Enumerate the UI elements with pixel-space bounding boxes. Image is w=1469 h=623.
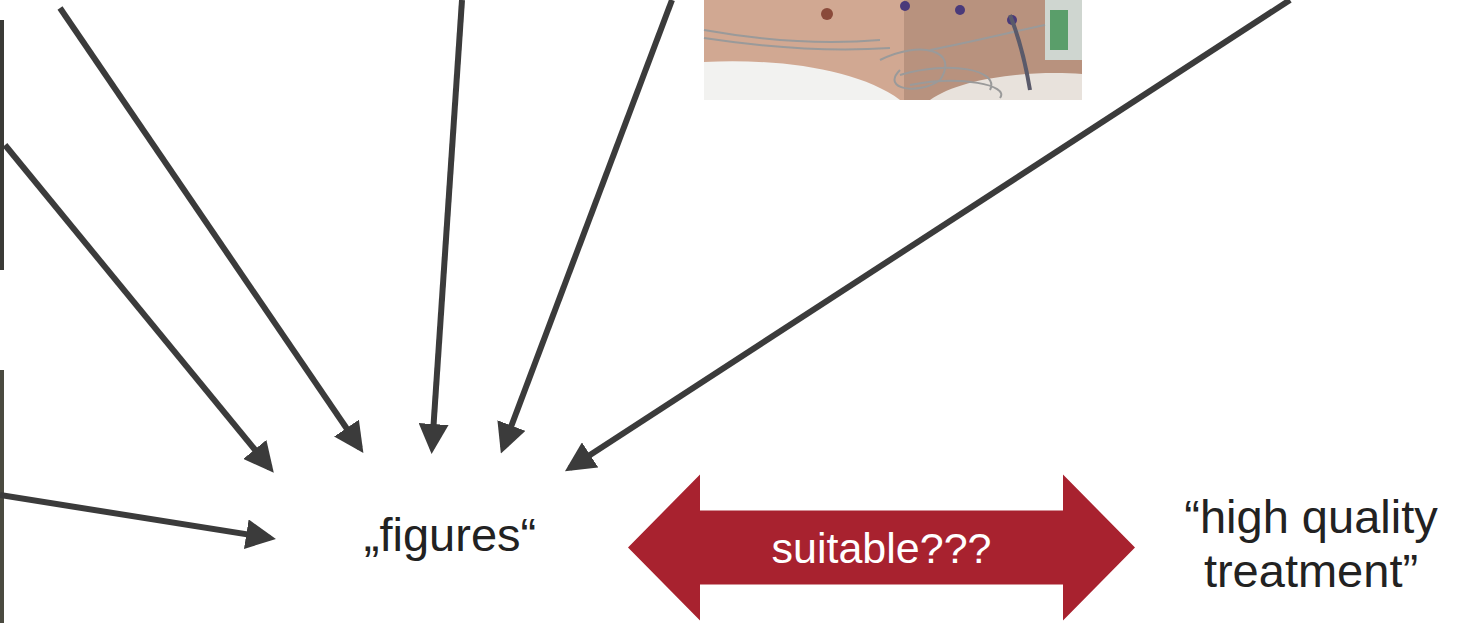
pointer-arrow bbox=[503, 0, 672, 448]
edge-label: suitable??? bbox=[772, 523, 992, 572]
double-arrow bbox=[628, 475, 1135, 621]
pointer-arrow bbox=[60, 8, 360, 448]
text-node: „figures“ bbox=[300, 500, 600, 570]
patient-photo bbox=[704, 0, 1082, 100]
pointer-arrow bbox=[5, 145, 270, 468]
pointer-arrow bbox=[570, 0, 1290, 468]
node-label: „figures“ bbox=[364, 508, 536, 562]
pointer-arrow bbox=[432, 0, 462, 448]
node-label: “high quality treatment” bbox=[1152, 490, 1469, 598]
pointer-arrow bbox=[0, 495, 270, 538]
text-node: “high quality treatment” bbox=[1152, 484, 1469, 604]
cropped-photo bbox=[0, 20, 4, 270]
pointer-arrows bbox=[0, 0, 1290, 538]
